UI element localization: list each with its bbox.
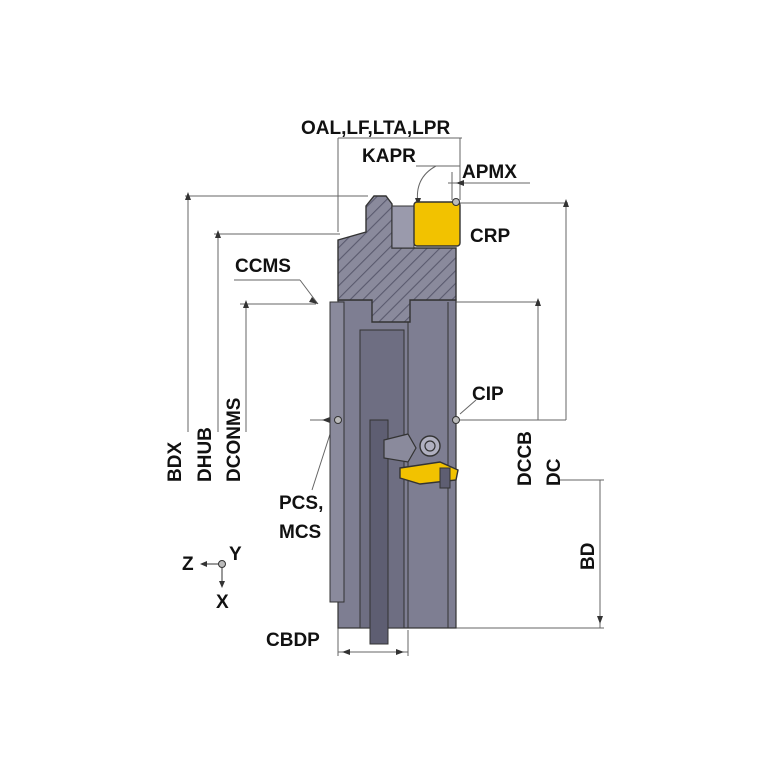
label-bd: BD: [578, 543, 599, 570]
label-ccms: CCMS: [235, 256, 291, 277]
label-axis-x: X: [216, 592, 229, 613]
label-cip: CIP: [472, 384, 504, 405]
label-apmx: APMX: [462, 162, 517, 183]
label-pcs: PCS,: [279, 493, 323, 514]
label-oal: OAL,LF,LTA,LPR: [301, 118, 450, 139]
label-dccb: DCCB: [515, 431, 536, 486]
label-mcs: MCS: [279, 522, 321, 543]
cip-marker: [452, 416, 460, 424]
insert: [413, 201, 461, 247]
label-cbdp: CBDP: [266, 630, 320, 651]
pcs-marker: [334, 416, 342, 424]
label-crp: CRP: [470, 226, 510, 247]
label-dconms: DCONMS: [224, 398, 245, 482]
axis-glyph: [200, 560, 226, 588]
dimension-lines: [185, 137, 604, 656]
label-axis-y: Y: [229, 544, 242, 565]
label-axis-z: Z: [182, 554, 194, 575]
label-kapr: KAPR: [362, 146, 416, 167]
label-dhub: DHUB: [195, 427, 216, 482]
cutter-body: [329, 195, 457, 645]
label-bdx: BDX: [165, 442, 186, 482]
label-dc: DC: [544, 458, 565, 486]
clamp-assembly: [383, 433, 459, 489]
crp-marker: [452, 198, 460, 206]
